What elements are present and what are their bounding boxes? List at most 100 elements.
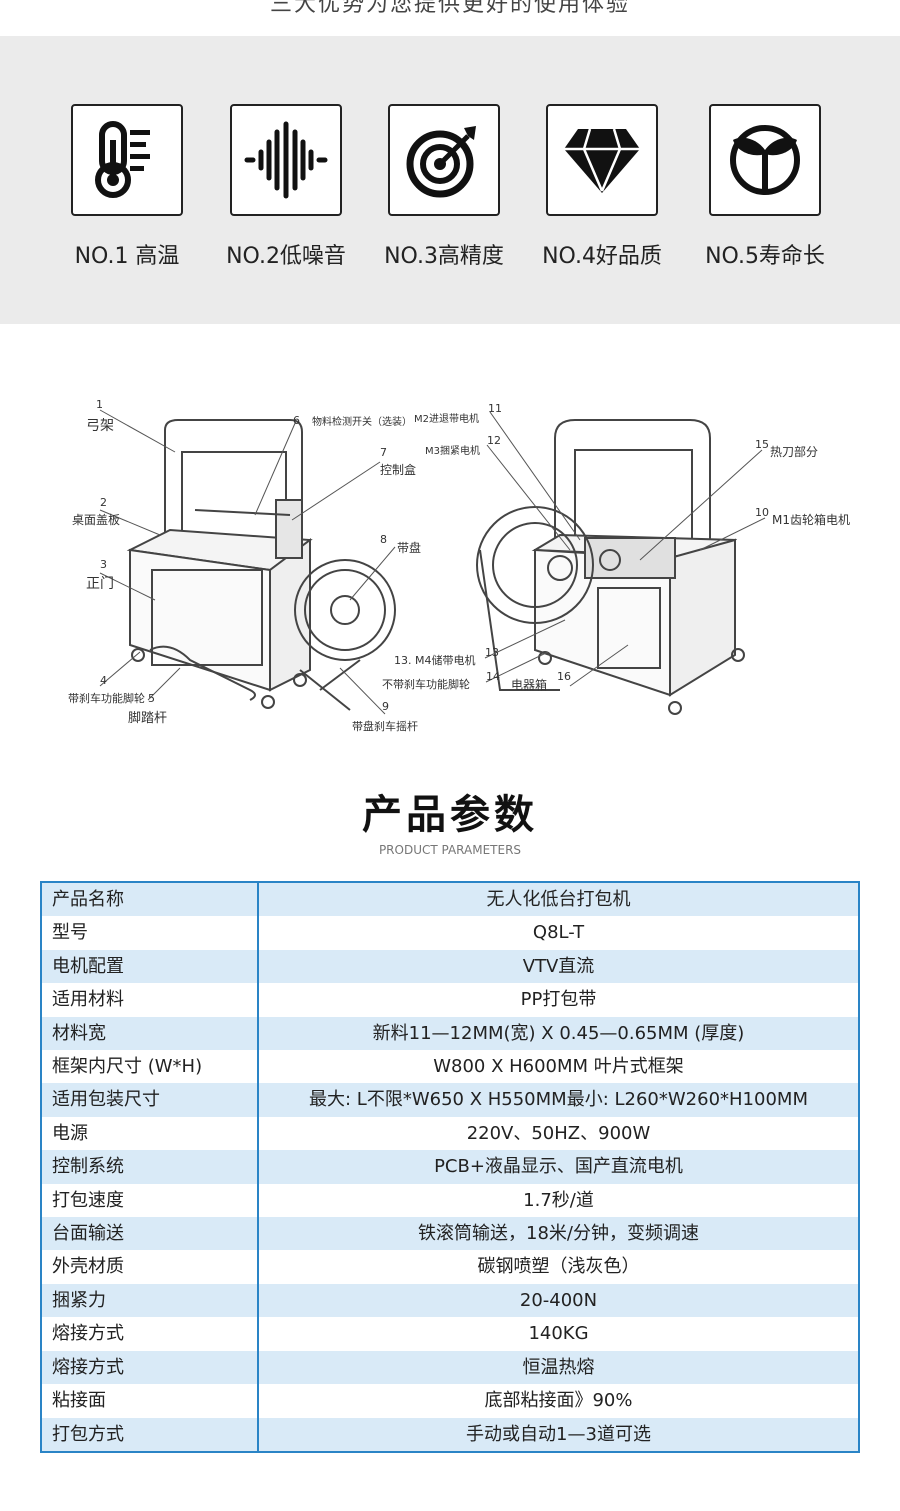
diagram-label-num: 3 [100,558,107,571]
param-name: 熔接方式 [41,1317,259,1351]
param-value: 1.7秒/道 [258,1183,859,1218]
diagram-label-num: 1 [96,398,103,411]
diamond-icon [546,104,658,216]
diagram-label: 控制盒 [380,462,416,477]
diagram-label: 带盘 [397,540,421,555]
feature-label: NO.2低噪音 [226,244,346,269]
param-name: 台面输送 [41,1217,259,1251]
param-value: 220V、50HZ、900W [258,1116,859,1151]
diagram-label: 电器箱 [511,677,547,692]
diagram-label-num: 7 [380,446,387,459]
param-name: 外壳材质 [41,1250,259,1284]
param-name: 粘接面 [41,1384,259,1418]
table-row: 框架内尺寸 (W*H)W800 X H600MM 叶片式框架 [41,1050,859,1084]
diagram-label: 不带刹车功能脚轮 [382,677,470,691]
feature-item: NO.1 高温 [47,104,207,270]
table-row: 打包方式手动或自动1—3道可选 [41,1417,859,1452]
param-name: 控制系统 [41,1150,259,1184]
table-row: 台面输送铁滚筒输送，18米/分钟，变频调速 [41,1217,859,1251]
table-row: 粘接面底部粘接面》90% [41,1384,859,1418]
param-name: 适用材料 [41,983,259,1017]
param-name: 打包速度 [41,1183,259,1218]
diagram-label: 热刀部分 [770,444,818,459]
diagram-label-num: 15 [755,438,769,451]
feature-item: NO.2低噪音 [206,104,366,270]
feature-label: NO.5寿命长 [705,244,825,269]
table-row: 材料宽新料11—12MM(宽) X 0.45—0.65MM (厚度) [41,1016,859,1051]
diagram-label-num: 2 [100,496,107,509]
diagram-label: 带刹车功能脚轮 [68,691,145,705]
diagram-label-num: 4 [100,674,107,687]
param-value: 手动或自动1—3道可选 [258,1417,859,1452]
diagram-label-num: 16 [557,670,571,683]
param-name: 材料宽 [41,1016,259,1051]
param-name: 产品名称 [41,882,259,917]
table-row: 适用包装尺寸最大: L不限*W650 X H550MM最小: L260*W260… [41,1083,859,1117]
diagram-label: 正门 [86,576,114,592]
param-value: 20-400N [258,1283,859,1318]
feature-label: NO.4好品质 [542,244,662,269]
param-name: 框架内尺寸 (W*H) [41,1050,259,1084]
target-icon [388,104,500,216]
top-banner-cut: 三大优势为您提供更好的使用体验 [0,0,900,36]
thermometer-icon [71,104,183,216]
diagram-label: 物料检测开关（选装） [312,415,412,428]
diagram-label-num: 8 [380,533,387,546]
param-value: Q8L-T [258,916,859,950]
param-value: 最大: L不限*W650 X H550MM最小: L260*W260*H100M… [258,1083,859,1117]
param-name: 型号 [41,916,259,950]
diagram-label: 弓架 [86,418,114,434]
param-value: PCB+液晶显示、国产直流电机 [258,1150,859,1184]
param-name: 电机配置 [41,949,259,984]
machine-diagram: 1 弓架 2 桌面盖板 3 正门 4 带刹车功能脚轮 5 脚踏杆 6 物料检测开… [68,398,850,733]
param-value: 恒温热熔 [258,1350,859,1385]
diagram-label-num: 9 [382,700,389,713]
diagram-label: 带盘刹车摇杆 [352,719,418,733]
diagram-label-num: 11 [488,402,502,415]
param-value: 140KG [258,1317,859,1351]
diagram-label: 桌面盖板 [72,513,120,527]
diagram-label: 脚踏杆 [128,710,167,726]
feature-item: NO.4好品质 [522,104,682,270]
diagram-label-num: 10 [755,506,769,519]
param-value: 新料11—12MM(宽) X 0.45—0.65MM (厚度) [258,1016,859,1051]
param-value: 无人化低台打包机 [258,882,859,917]
sound-wave-icon [230,104,342,216]
param-value: 铁滚筒输送，18米/分钟，变频调速 [258,1217,859,1251]
param-name: 捆紧力 [41,1283,259,1318]
diagram-label: 13. M4储带电机 [394,653,475,667]
table-row: 产品名称无人化低台打包机 [41,882,859,917]
param-value: W800 X H600MM 叶片式框架 [258,1050,859,1084]
sprout-icon [709,104,821,216]
section-title: 产品参数 [362,792,538,838]
param-name: 电源 [41,1116,259,1151]
feature-label: NO.3高精度 [384,244,504,269]
table-row: 外壳材质碳钢喷塑（浅灰色） [41,1250,859,1284]
param-value: VTV直流 [258,949,859,984]
param-value: 底部粘接面》90% [258,1384,859,1418]
feature-strip: NO.1 高温 NO.2低噪音 [0,36,900,324]
feature-item: NO.5寿命长 [685,104,845,270]
diagram-label-num: 14 [486,670,500,683]
param-name: 熔接方式 [41,1350,259,1385]
feature-label: NO.1 高温 [74,244,180,269]
table-row: 熔接方式恒温热熔 [41,1350,859,1385]
diagram-label: M2进退带电机 [414,412,479,425]
diagram-label: M3捆紧电机 [425,444,480,457]
feature-item: NO.3高精度 [364,104,524,270]
param-value: PP打包带 [258,983,859,1017]
diagram-label-num: 13 [485,646,499,659]
param-value: 碳钢喷塑（浅灰色） [258,1250,859,1284]
diagram-label-num: 5 [148,692,155,705]
param-name: 打包方式 [41,1417,259,1452]
diagram-label-num: 6 [293,414,300,427]
diagram-label-num: 12 [487,434,501,447]
